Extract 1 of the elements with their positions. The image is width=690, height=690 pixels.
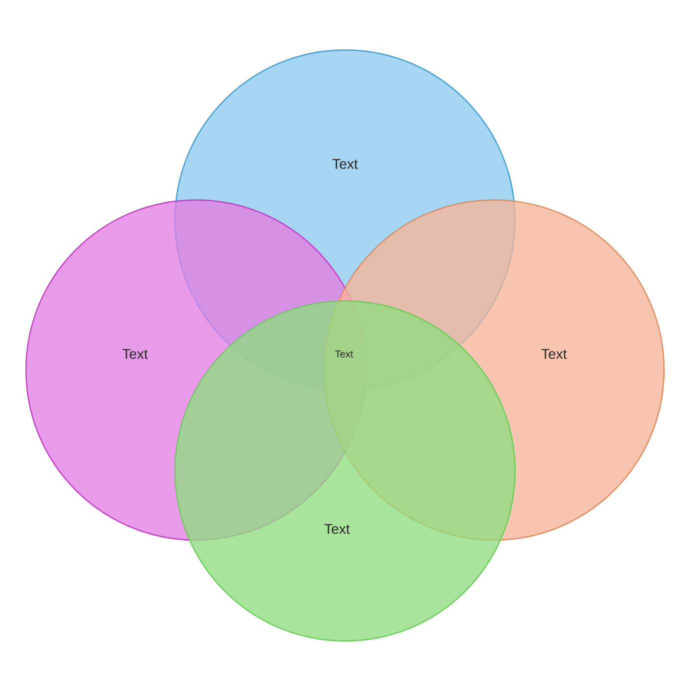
overlap-label: Text: [335, 350, 354, 358]
